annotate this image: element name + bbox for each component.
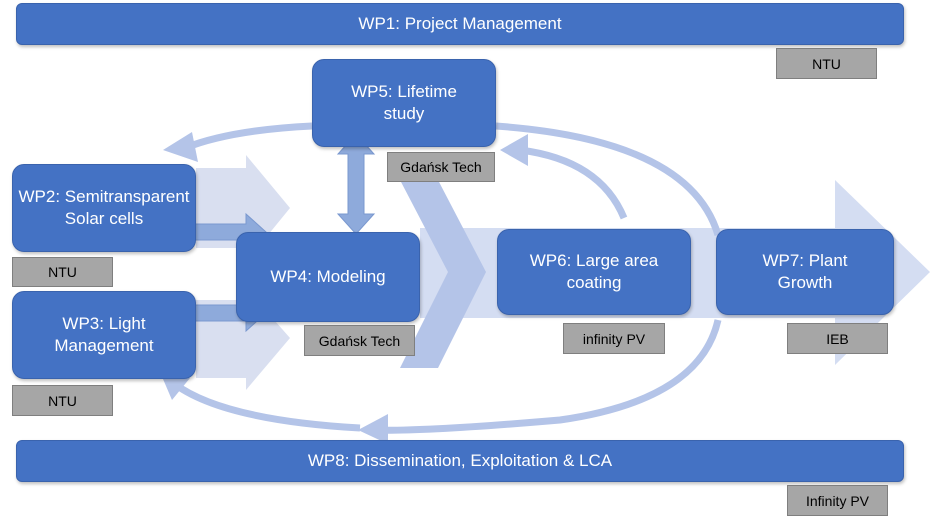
wp5-partner: Gdańsk Tech <box>400 159 482 175</box>
wp6-feedback-arc <box>519 146 628 220</box>
wp5-label: WP5: Lifetime study <box>351 82 457 123</box>
wp3-partner-tag: NTU <box>12 385 113 416</box>
wp3-box: WP3: Light Management <box>12 291 196 379</box>
wp6-partner: infinity PV <box>582 330 646 347</box>
wp4-box: WP4: Modeling <box>236 232 420 322</box>
wp2-label: WP2: Semitransparent Solar cells <box>18 187 190 228</box>
chevron-arrow <box>400 180 486 368</box>
top-loop-arc <box>183 122 313 152</box>
wp5-partner-tag: Gdańsk Tech <box>387 152 495 182</box>
wp8-box: WP8: Dissemination, Exploitation & LCA <box>16 440 904 482</box>
wp1-box: WP1: Project Management <box>16 3 904 45</box>
wp6-partner-tag: infinity PV <box>563 323 665 354</box>
wp1-partner-tag: NTU <box>776 48 877 79</box>
wp7-label: WP7: Plant Growth <box>762 251 848 292</box>
wp6-box: WP6: Large area coating <box>497 229 691 315</box>
wp3-label: WP3: Light Management <box>54 314 154 355</box>
top-loop-arrowhead <box>163 132 198 162</box>
wp1-partner: NTU <box>812 55 841 72</box>
wp4-label: WP4: Modeling <box>270 267 386 286</box>
wp6-label: WP6: Large area coating <box>529 251 659 292</box>
wp8-label: WP8: Dissemination, Exploitation & LCA <box>307 451 613 470</box>
wp2-partner: NTU <box>48 264 77 280</box>
top-right-arc <box>495 122 722 236</box>
wp2-box: WP2: Semitransparent Solar cells <box>12 164 196 252</box>
wp8-partner: Infinity PV <box>805 492 870 509</box>
bottom-left-arrowhead <box>160 372 190 400</box>
wp2-partner-tag: NTU <box>12 257 113 287</box>
bottom-left-arc <box>169 379 361 432</box>
wp1-label: WP1: Project Management <box>358 14 562 33</box>
bottom-loop-arc <box>369 319 722 434</box>
wp3-partner: NTU <box>48 392 77 409</box>
wp7-partner: IEB <box>826 330 849 347</box>
wp5-wp4-double-arrow <box>336 133 376 235</box>
wp7-box: WP7: Plant Growth <box>716 229 894 315</box>
bottom-loop-arrowhead <box>358 414 388 444</box>
wp4-partner: Gdańsk Tech <box>318 332 401 349</box>
wp4-partner-tag: Gdańsk Tech <box>304 325 415 356</box>
wp8-partner-tag: Infinity PV <box>787 485 888 516</box>
wp6-feedback-arrowhead <box>500 134 528 166</box>
wp7-partner-tag: IEB <box>787 323 888 354</box>
wp5-box: WP5: Lifetime study <box>312 59 496 147</box>
